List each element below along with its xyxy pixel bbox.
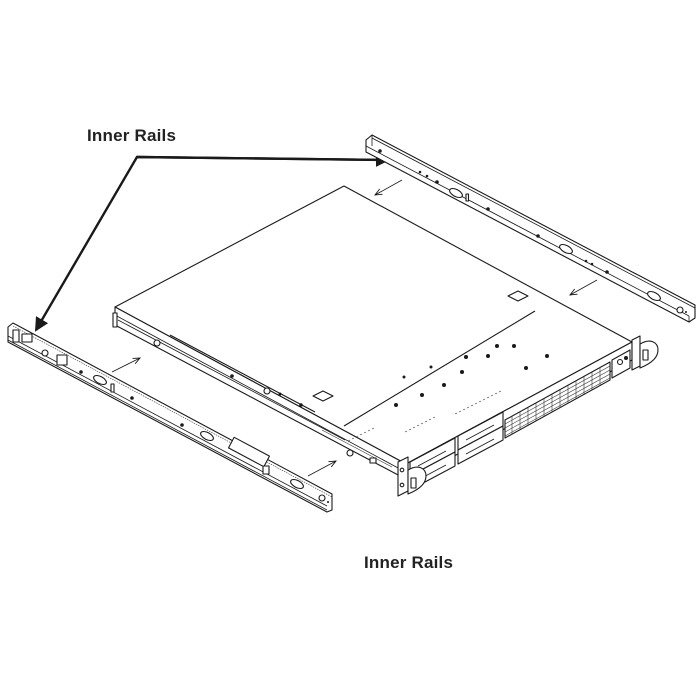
server-chassis <box>112 185 659 497</box>
callout-arrows <box>34 152 391 332</box>
inner-rails-label-bottom: Inner Rails <box>364 553 454 572</box>
left-inner-rail <box>7 322 333 513</box>
side-front-details <box>321 429 393 468</box>
direction-arrows <box>111 179 598 477</box>
left-rack-ear <box>397 456 427 497</box>
front-grille <box>504 361 611 439</box>
arrow-rail-to-chassis-top-left <box>375 179 403 195</box>
arrow-rail-to-chassis-bottom-right <box>307 461 336 477</box>
arrow-rail-to-chassis-bottom-left <box>111 358 140 373</box>
top-vent-slots <box>347 390 502 442</box>
callout-arrow-right-rail <box>136 152 390 167</box>
right-rack-ear <box>631 335 659 371</box>
inner-rails-label-top: Inner Rails <box>87 126 177 145</box>
drive-bays <box>409 411 504 491</box>
arrow-rail-to-chassis-top-right <box>570 279 598 295</box>
right-inner-rail <box>365 134 696 323</box>
